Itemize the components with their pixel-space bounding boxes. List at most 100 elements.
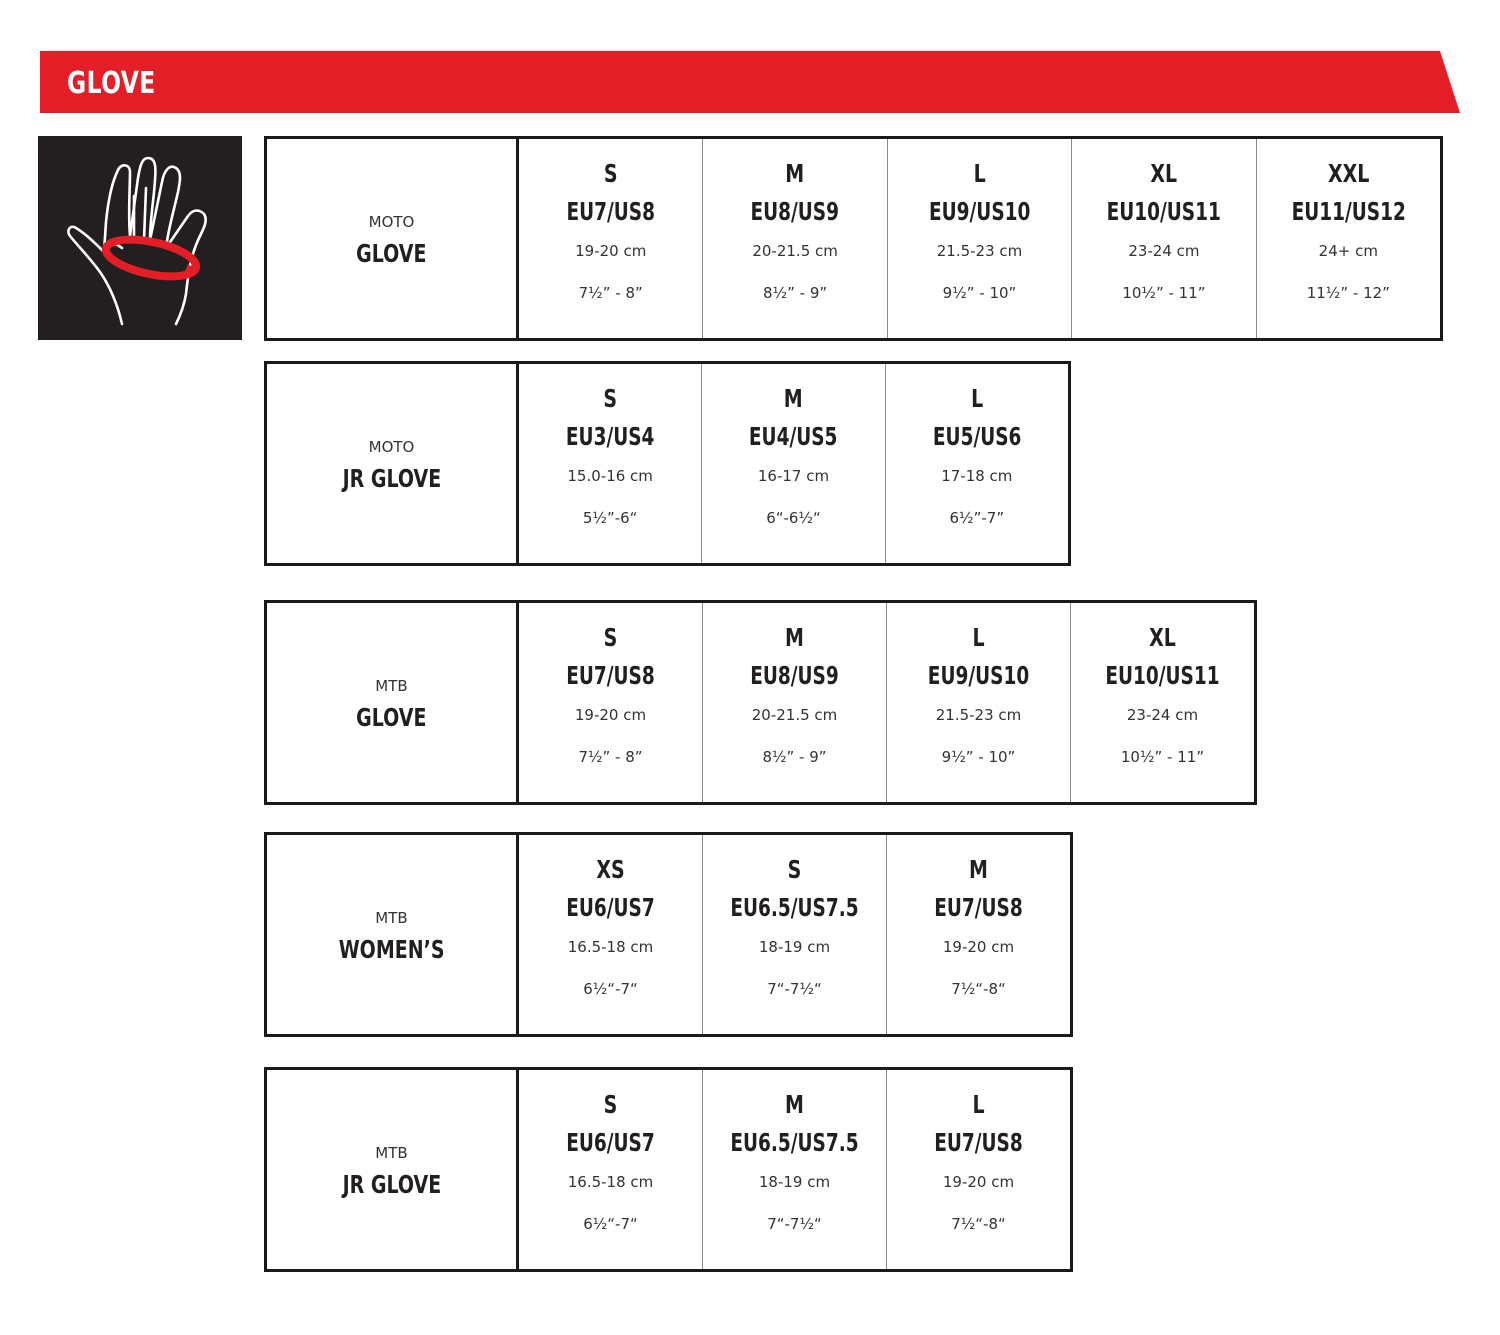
size-column: M EU8/US9 20-21.5 cm 8½” - 9” bbox=[702, 603, 886, 802]
size-column: XL EU10/US11 23-24 cm 10½” - 11” bbox=[1071, 139, 1255, 338]
cm-range: 20-21.5 cm bbox=[751, 706, 838, 724]
inch-range: 6“-6½“ bbox=[766, 509, 821, 527]
inch-range: 8½” - 9” bbox=[763, 284, 828, 302]
size-column: L EU7/US8 19-20 cm 7½“-8“ bbox=[886, 1070, 1070, 1269]
eu-us-size: EU6.5/US7.5 bbox=[730, 893, 859, 922]
eu-us-size: EU9/US10 bbox=[928, 197, 1031, 226]
cm-range: 23-24 cm bbox=[1126, 706, 1199, 724]
size-letter: L bbox=[972, 623, 985, 652]
inch-range: 7½“-8“ bbox=[951, 1215, 1006, 1233]
size-column: L EU5/US6 17-18 cm 6½”-7” bbox=[884, 364, 1068, 563]
eu-us-size: EU4/US5 bbox=[749, 422, 838, 451]
eu-us-size: EU11/US12 bbox=[1291, 197, 1406, 226]
category-label: MOTO bbox=[368, 213, 415, 231]
cm-range: 18-19 cm bbox=[758, 1173, 831, 1191]
eu-us-size: EU10/US11 bbox=[1105, 661, 1220, 690]
size-letter: L bbox=[970, 384, 983, 413]
inch-range: 5½”-6“ bbox=[582, 509, 638, 527]
eu-us-size: EU6.5/US7.5 bbox=[730, 1128, 859, 1157]
product-label: JR GLOVE bbox=[342, 464, 441, 493]
cm-range: 16.5-18 cm bbox=[567, 938, 654, 956]
size-letter: L bbox=[972, 1090, 985, 1119]
size-letter: M bbox=[785, 623, 804, 652]
size-letter: L bbox=[973, 159, 986, 188]
size-letter: M bbox=[785, 1090, 804, 1119]
cm-range: 18-19 cm bbox=[758, 938, 831, 956]
cm-range: 15.0-16 cm bbox=[567, 467, 653, 485]
size-column: S EU6/US7 16.5-18 cm 6½“-7“ bbox=[519, 1070, 702, 1269]
size-letter: XS bbox=[596, 855, 625, 884]
hand-measure-icon bbox=[67, 156, 207, 326]
product-label: JR GLOVE bbox=[342, 1170, 441, 1199]
product-label: WOMEN’S bbox=[338, 935, 445, 964]
eu-us-size: EU7/US8 bbox=[566, 197, 655, 226]
inch-range: 10½” - 11” bbox=[1122, 284, 1206, 302]
eu-us-size: EU7/US8 bbox=[934, 1128, 1023, 1157]
size-column: L EU9/US10 21.5-23 cm 9½” - 10” bbox=[886, 603, 1070, 802]
cm-range: 16.5-18 cm bbox=[567, 1173, 654, 1191]
inch-range: 9½” - 10” bbox=[942, 284, 1017, 302]
size-letter: S bbox=[603, 159, 618, 188]
size-column: M EU6.5/US7.5 18-19 cm 7“-7½“ bbox=[702, 1070, 886, 1269]
inch-range: 7“-7½“ bbox=[767, 980, 822, 998]
inch-range: 8½” - 9” bbox=[762, 748, 827, 766]
category-label: MTB bbox=[375, 909, 408, 927]
table-label: MTB WOMEN’S bbox=[267, 835, 519, 1034]
size-table-mtb-womens: MTB WOMEN’S XS EU6/US7 16.5-18 cm 6½“-7“… bbox=[264, 832, 1073, 1037]
size-column: M EU7/US8 19-20 cm 7½“-8“ bbox=[886, 835, 1070, 1034]
cm-range: 17-18 cm bbox=[941, 467, 1013, 485]
inch-range: 7“-7½“ bbox=[767, 1215, 822, 1233]
size-column: XXL EU11/US12 24+ cm 11½” - 12” bbox=[1255, 139, 1440, 338]
inch-range: 6½“-7“ bbox=[583, 1215, 638, 1233]
inch-range: 6½“-7“ bbox=[583, 980, 638, 998]
size-letter: S bbox=[603, 1090, 618, 1119]
table-label: MOTO GLOVE bbox=[267, 139, 519, 338]
size-letter: XL bbox=[1149, 623, 1176, 652]
cm-range: 24+ cm bbox=[1318, 242, 1378, 260]
eu-us-size: EU8/US9 bbox=[750, 661, 839, 690]
size-letter: M bbox=[969, 855, 988, 884]
size-letter: M bbox=[784, 384, 803, 413]
eu-us-size: EU5/US6 bbox=[932, 422, 1022, 451]
size-table-mtb-jr-glove: MTB JR GLOVE S EU6/US7 16.5-18 cm 6½“-7“… bbox=[264, 1067, 1073, 1272]
eu-us-size: EU7/US8 bbox=[566, 661, 655, 690]
size-column: M EU8/US9 20-21.5 cm 8½” - 9” bbox=[702, 139, 886, 338]
eu-us-size: EU10/US11 bbox=[1106, 197, 1222, 226]
size-table-moto-jr-glove: MOTO JR GLOVE S EU3/US4 15.0-16 cm 5½”-6… bbox=[264, 361, 1071, 566]
eu-us-size: EU7/US8 bbox=[934, 893, 1023, 922]
category-label: MTB bbox=[375, 677, 408, 695]
size-letter: XL bbox=[1150, 159, 1178, 188]
size-column: XS EU6/US7 16.5-18 cm 6½“-7“ bbox=[519, 835, 702, 1034]
size-column: L EU9/US10 21.5-23 cm 9½” - 10” bbox=[886, 139, 1071, 338]
size-column: S EU7/US8 19-20 cm 7½” - 8” bbox=[519, 603, 702, 802]
table-label: MTB GLOVE bbox=[267, 603, 519, 802]
table-label: MOTO JR GLOVE bbox=[267, 364, 519, 563]
eu-us-size: EU6/US7 bbox=[566, 893, 655, 922]
inch-range: 6½”-7” bbox=[949, 509, 1005, 527]
size-column: M EU4/US5 16-17 cm 6“-6½“ bbox=[701, 364, 884, 563]
eu-us-size: EU9/US10 bbox=[927, 661, 1030, 690]
size-column: XL EU10/US11 23-24 cm 10½” - 11” bbox=[1070, 603, 1254, 802]
category-label: MOTO bbox=[368, 438, 415, 456]
product-label: GLOVE bbox=[356, 239, 427, 268]
cm-range: 19-20 cm bbox=[575, 242, 647, 260]
inch-range: 10½” - 11” bbox=[1120, 748, 1205, 766]
cm-range: 16-17 cm bbox=[757, 467, 830, 485]
cm-range: 21.5-23 cm bbox=[936, 242, 1023, 260]
size-letter: S bbox=[603, 384, 618, 413]
size-column: S EU6.5/US7.5 18-19 cm 7“-7½“ bbox=[702, 835, 886, 1034]
inch-range: 7½“-8“ bbox=[951, 980, 1006, 998]
cm-range: 20-21.5 cm bbox=[752, 242, 838, 260]
product-label: GLOVE bbox=[356, 703, 427, 732]
cm-range: 19-20 cm bbox=[942, 1173, 1015, 1191]
inch-range: 11½” - 12” bbox=[1306, 284, 1390, 302]
size-letter: XXL bbox=[1327, 159, 1370, 188]
eu-us-size: EU6/US7 bbox=[566, 1128, 655, 1157]
cm-range: 23-24 cm bbox=[1128, 242, 1200, 260]
eu-us-size: EU3/US4 bbox=[565, 422, 655, 451]
size-column: S EU7/US8 19-20 cm 7½” - 8” bbox=[519, 139, 702, 338]
inch-range: 7½” - 8” bbox=[578, 284, 643, 302]
hand-measure-illustration bbox=[38, 136, 242, 340]
cm-range: 19-20 cm bbox=[942, 938, 1015, 956]
category-label: MTB bbox=[375, 1144, 408, 1162]
